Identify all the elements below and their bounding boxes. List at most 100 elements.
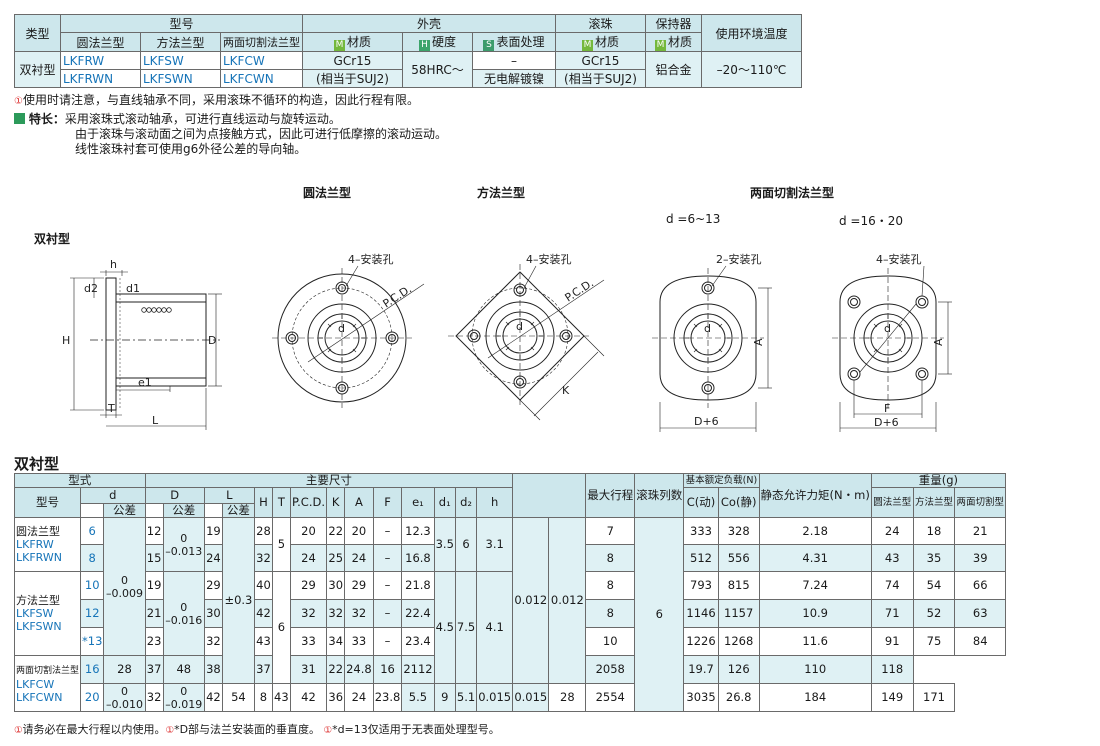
square-flange-drawing: 4–安装孔 P.C.D. K d [448, 252, 605, 421]
th-form: 型式 [14, 473, 146, 488]
cut-large-D6-label: D+6 [874, 416, 899, 429]
model-lkfsw: LKFSW [140, 51, 221, 70]
th-D: D [144, 487, 205, 504]
housing-hardness: 58HRC～ [402, 51, 473, 88]
ball-rows: 6 [634, 517, 685, 712]
notes: ①使用时请注意，与直线轴承不同，采用滚珠不循环的构造，因此行程有限。 特长：采用… [14, 93, 447, 157]
dim-h: h [110, 258, 117, 271]
th-rows: 滚珠列数 [634, 473, 685, 518]
ball-material: GCr15 [555, 51, 646, 70]
th-d1: d₁ [433, 487, 456, 518]
drawing-label-cut: 两面切割法兰型 [750, 186, 835, 200]
d1-c: 5.5 [401, 683, 435, 712]
spec-h-env: 使用环境温度 [701, 14, 802, 52]
dim-L: L [152, 414, 159, 427]
th-T: T [272, 487, 291, 518]
T-c: 8 [253, 683, 274, 712]
th-e1: e₁ [401, 487, 435, 518]
th-spacer [512, 473, 587, 518]
th-d2: d₂ [454, 487, 478, 518]
footnote-icon: ① [323, 725, 333, 736]
th-K: K [326, 487, 346, 518]
surface-none: – [472, 51, 556, 70]
dim-e1: e1 [138, 376, 152, 389]
th-d-blank [80, 503, 105, 518]
round-d-label: d [338, 322, 345, 335]
model-lkfrwn: LKFRWN [60, 69, 141, 88]
d1-a: 3.5 [433, 517, 456, 572]
th-PCD: P.C.D. [289, 487, 328, 518]
d2-a: 6 [454, 517, 478, 572]
spec-h-cut: 两面切割法兰型 [220, 32, 303, 52]
L-tol: ±0.3 [221, 517, 255, 684]
spec-h-model: 型号 [60, 14, 303, 33]
cut-large-A-label: A [932, 338, 945, 346]
D-tol-a: 0–0.013 [162, 517, 205, 572]
feature-note-2: 由于滚珠与滚动面之间为点接触方式，因此可进行低摩擦的滚动运动。 [75, 127, 448, 141]
th-D-tol: 公差 [162, 503, 205, 518]
spec-h-round: 圆法兰型 [60, 32, 141, 52]
cut-small-d-label: d [704, 322, 711, 335]
th-stroke: 最大行程 [585, 473, 636, 518]
cut-large-d-label: d [884, 322, 891, 335]
cut-large-holes-label: 4–安装孔 [876, 252, 922, 266]
table-row: 20 0–0.010 32 0–0.019 42 54 8 43 42 36 2… [15, 683, 1006, 712]
cut-small-D6-label: D+6 [694, 415, 719, 428]
cut-small-A-label: A [752, 338, 765, 346]
model-lkfswn: LKFSWN [140, 69, 221, 88]
side-view-drawing: h d2 d1 H D e1 T L [62, 258, 222, 430]
D-tol-b: 0–0.016 [162, 571, 205, 656]
drawing-label-d-large: d =16・20 [839, 214, 904, 228]
drawing-label-double: 双衬型 [34, 232, 71, 246]
d1-b: 4.5 [433, 571, 456, 684]
th-w-cut: 两面切割型 [954, 487, 1006, 518]
h-c: 5.1 [454, 683, 478, 712]
section-title: 双衬型 [14, 455, 60, 473]
surface-tag: S [483, 40, 495, 51]
h-b: 4.1 [476, 571, 514, 684]
d-tol-a: 0–0.009 [103, 517, 146, 656]
spec-h-retainer: 保持器 [645, 14, 702, 33]
ball-material-eq: (相当于SUJ2) [555, 69, 646, 88]
cut-large-F-label: F [884, 402, 890, 415]
caution-icon: ① [14, 96, 23, 107]
feature-icon [14, 113, 25, 124]
th-Co: Co(静) [717, 487, 760, 518]
spec-h-square: 方法兰型 [140, 32, 221, 52]
footnote-icon: ① [165, 725, 175, 736]
hardness-tag: H [418, 40, 430, 51]
env-temperature: –20～110℃ [701, 51, 802, 88]
drawing-label-round: 圆法兰型 [303, 186, 352, 200]
d2-b: 7.5 [454, 571, 478, 684]
square-pcd-label: P.C.D. [563, 276, 597, 304]
drawing-label-square: 方法兰型 [477, 186, 526, 200]
cut-flange-large-drawing: 4–安装孔 A F D+6 d [832, 252, 952, 432]
d-tol-b: 0–0.010 [103, 683, 146, 712]
table-row: 8 15 24 32 24 25 24 – 16.8 8 512 556 4.3… [15, 544, 1006, 572]
D-tol-c: 0–0.019 [162, 683, 205, 712]
perp-b: 0.015 [512, 683, 550, 712]
caution-note: ①使用时请注意，与直线轴承不同，采用滚珠不循环的构造，因此行程有限。 [14, 93, 419, 107]
th-moment: 静态允许力矩(N・m) [758, 473, 872, 518]
round-flange-drawing: 4–安装孔 P.C.D. d [272, 252, 425, 408]
retainer-material: 铝合金 [645, 51, 702, 88]
th-F: F [372, 487, 403, 518]
table-row: 12 21 30 42 32 32 32 – 22.4 8 1146 1157 … [15, 599, 1006, 628]
table-row: *13 23 32 43 33 34 33 – 23.4 10 1226 126… [15, 627, 1006, 656]
th-load: 基本额定负载(N) [683, 473, 760, 488]
square-holes-label: 4–安装孔 [526, 252, 572, 266]
housing-material: GCr15 [302, 51, 403, 70]
model-lkfrw: LKFRW [60, 51, 141, 70]
th-L-blank [203, 503, 223, 518]
dim-d2: d2 [84, 282, 98, 295]
